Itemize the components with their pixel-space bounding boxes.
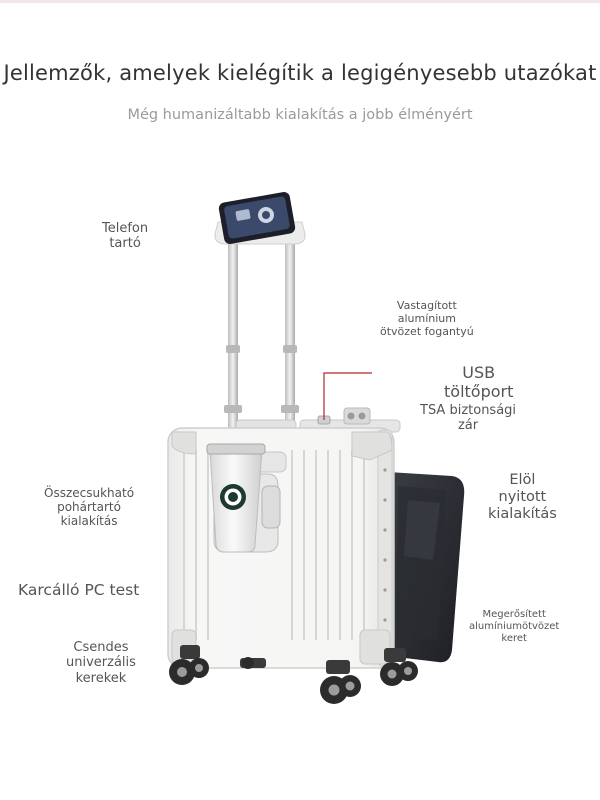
callout-handle-line-1: Vastagított	[396, 299, 457, 312]
callout-handle-line-3: ötvözet fogantyú	[380, 324, 474, 338]
callout-cup-holder: Összecsukható pohártartó kialakítás	[44, 486, 134, 528]
wheels	[169, 645, 418, 704]
callout-front-open-line-3: kialakítás	[488, 506, 557, 523]
phone-holder	[214, 192, 306, 245]
page-subtitle: Még humanizáltabb kialakítás a jobb élmé…	[127, 107, 473, 123]
callout-front-open: Elöl nyitott kialakítás	[488, 472, 557, 523]
callout-tsa-lock-line-2: zár	[457, 418, 479, 434]
callout-usb-line-1: USB	[462, 363, 496, 382]
callout-phone-holder-line-2: tartó	[109, 236, 141, 252]
callout-cup-holder-line-1: Összecsukható	[44, 486, 135, 500]
callout-lines	[144, 239, 496, 668]
callout-wheels-line-2: univerzális	[66, 655, 136, 671]
top-border	[0, 0, 600, 3]
callout-tsa-lock-line-1: TSA biztonsági	[420, 403, 517, 418]
callout-frame: Megerősített alumíniumötvözet keret	[469, 609, 559, 644]
callout-cup-holder-line-2: pohártartó	[57, 500, 121, 515]
callout-frame-line-2: alumíniumötvözet	[469, 620, 560, 632]
callout-wheels-line-3: kerekek	[75, 670, 127, 686]
callout-wheels-line-1: Csendes	[73, 640, 129, 655]
cup-holder	[206, 443, 287, 553]
callout-handle-line-2: alumínium	[397, 311, 456, 325]
callout-front-open-line-1: Elöl	[509, 472, 536, 488]
callout-wheels: Csendes univerzális kerekek	[66, 640, 136, 686]
callout-phone-holder: Telefon tartó	[102, 221, 148, 252]
front-lid	[388, 472, 465, 663]
callout-usb-line-2: töltőport	[444, 381, 514, 401]
handle-poles	[224, 238, 299, 438]
callout-pc-shell-line-1: Karcálló PC test	[18, 581, 140, 599]
page-title: Jellemzők, amelyek kielégítik a legigény…	[3, 61, 597, 85]
callout-front-open-line-2: nyitott	[498, 489, 547, 506]
callout-phone-holder-line-1: Telefon	[102, 221, 149, 236]
callout-handle: Vastagított alumínium ötvözet fogantyú	[380, 299, 474, 339]
callout-tsa-lock: TSA biztonsági zár	[420, 403, 516, 434]
callout-frame-line-3: keret	[501, 632, 527, 644]
callout-cup-holder-line-3: kialakítás	[60, 514, 118, 529]
callout-frame-line-1: Megerősített	[482, 609, 546, 620]
callout-pc-shell: Karcálló PC test	[18, 581, 139, 599]
callout-usb: USB töltőport	[444, 363, 514, 402]
